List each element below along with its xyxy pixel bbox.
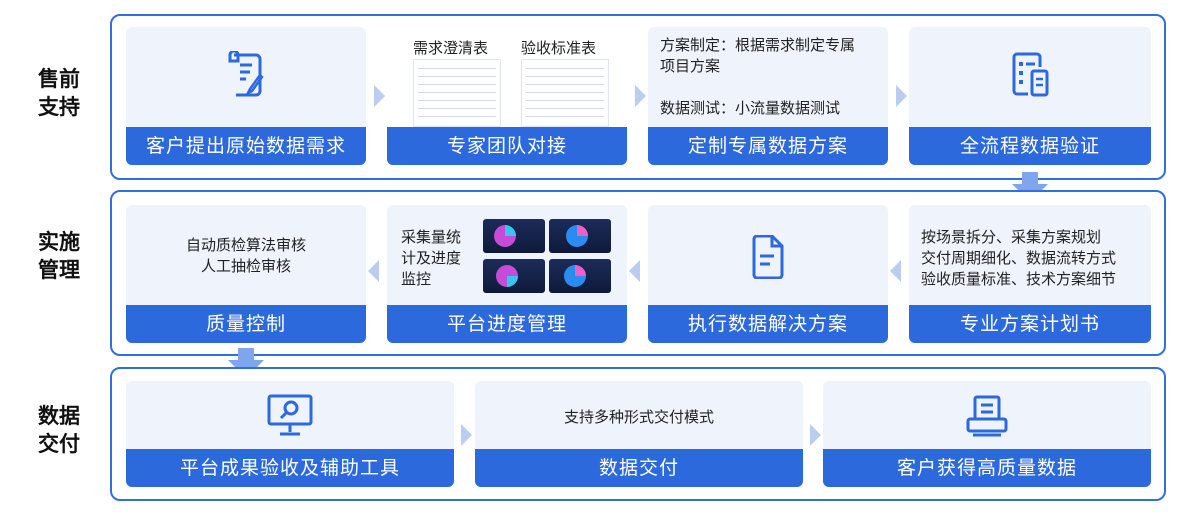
solution-text-line: 项目方案: [660, 57, 721, 75]
card-execute-solution: 执行数据解决方案: [648, 205, 888, 343]
card-data-delivery: 支持多种形式交付模式 数据交付: [475, 381, 803, 487]
card-professional-plan: 按场景拆分、采集方案规划 交付周期细化、数据流转方式 验收质量标准、技术方案细节…: [909, 205, 1151, 343]
arrow-right-icon: [896, 85, 907, 107]
text-document-icon: [750, 234, 786, 280]
solution-text-line: 方案制定：根据需求制定专属: [660, 36, 856, 54]
card-customer-request: 客户提出原始数据需求: [126, 27, 366, 165]
arrow-down-icon: [1012, 172, 1048, 202]
plan-text-line: 交付周期细化、数据流转方式: [921, 249, 1117, 267]
card-platform-acceptance: 平台成果验收及辅助工具: [126, 381, 454, 487]
arrow-left-icon: [629, 260, 640, 282]
card-footer-label: 定制专属数据方案: [648, 127, 888, 165]
arrow-right-icon: [461, 424, 472, 446]
card-customer-receives: 客户获得高质量数据: [823, 381, 1151, 487]
progress-text-line: 计及进度: [401, 249, 462, 267]
delivery-text-line: 支持多种形式交付模式: [563, 408, 714, 426]
stage-label-delivery: 数据 交付: [38, 404, 80, 456]
card-footer-label: 平台进度管理: [387, 305, 627, 343]
progress-text-line: 采集量统: [401, 228, 462, 246]
quality-text-line: 人工抽检审核: [200, 257, 291, 275]
arrow-right-icon: [374, 85, 385, 107]
stage-label-implementation: 实施 管理: [38, 230, 80, 282]
doc-title-acceptance: 验收标准表: [521, 39, 597, 57]
card-footer-label: 全流程数据验证: [909, 127, 1151, 165]
stage-label-presales: 售前 支持: [38, 67, 80, 119]
arrow-left-icon: [890, 260, 901, 282]
printer-document-icon: [965, 395, 1009, 437]
document-quill-icon: [226, 49, 266, 99]
quality-text-line: 自动质检算法审核: [185, 236, 306, 254]
monitor-search-icon: [266, 393, 314, 437]
card-footer-label: 专家团队对接: [387, 127, 627, 165]
acceptance-sheet-thumbnail: [521, 59, 609, 127]
arrow-down-icon: [228, 348, 264, 378]
arrow-right-icon: [810, 424, 821, 446]
card-footer-label: 平台成果验收及辅助工具: [126, 449, 454, 487]
card-footer-label: 客户提出原始数据需求: [126, 127, 366, 165]
card-footer-label: 专业方案计划书: [909, 305, 1151, 343]
card-custom-solution: 方案制定：根据需求制定专属 项目方案 数据测试：小流量数据测试 定制专属数据方案: [648, 27, 888, 165]
card-footer-label: 质量控制: [126, 305, 366, 343]
card-quality-control: 自动质检算法审核 人工抽检审核 质量控制: [126, 205, 366, 343]
card-expert-team: 需求澄清表 验收标准表 专家团队对接: [387, 27, 627, 165]
progress-text-line: 监控: [401, 270, 432, 288]
solution-text-line: 数据测试：小流量数据测试: [660, 99, 841, 117]
arrow-left-icon: [368, 260, 379, 282]
card-footer-label: 数据交付: [475, 449, 803, 487]
plan-text-line: 按场景拆分、采集方案规划: [921, 228, 1102, 246]
card-footer-label: 执行数据解决方案: [648, 305, 888, 343]
requirements-sheet-thumbnail: [413, 59, 501, 127]
dashboard-screenshot: [483, 219, 613, 295]
card-platform-progress: 采集量统 计及进度 监控 平台进度管理: [387, 205, 627, 343]
plan-text-line: 验收质量标准、技术方案细节: [921, 270, 1117, 288]
checklist-document-icon: [1010, 51, 1050, 99]
card-footer-label: 客户获得高质量数据: [823, 449, 1151, 487]
doc-title-requirements: 需求澄清表: [413, 39, 489, 57]
arrow-right-icon: [635, 85, 646, 107]
card-full-validation: 全流程数据验证: [909, 27, 1151, 165]
